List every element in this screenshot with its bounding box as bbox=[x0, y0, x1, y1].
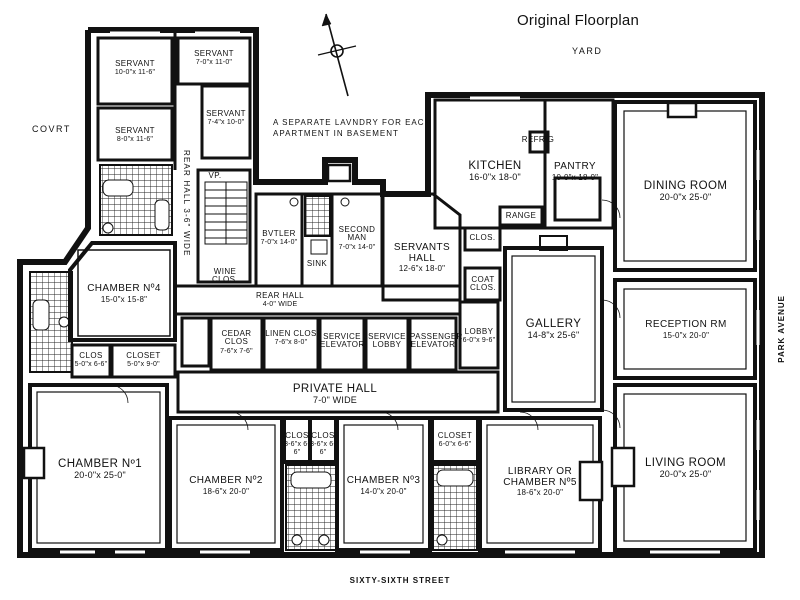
sink-label: SINK bbox=[306, 259, 328, 268]
page-title: Original Floorplan bbox=[517, 12, 639, 29]
wine-closet-label: WINE CLOS. bbox=[211, 267, 238, 285]
stair bbox=[204, 181, 248, 245]
compass-icon bbox=[317, 13, 357, 97]
coat-closet-label: COAT CLOS. bbox=[469, 275, 496, 293]
court-label: COVRT bbox=[32, 124, 71, 134]
yard-label: YARD bbox=[572, 46, 603, 56]
window-marks bbox=[60, 31, 760, 554]
chamber4-walls bbox=[68, 241, 177, 342]
street-label: SIXTY-SIXTH STREET bbox=[349, 576, 451, 585]
refrig-label: REFRIG bbox=[521, 135, 555, 144]
gallery-walls bbox=[503, 235, 604, 412]
fireplaces bbox=[22, 101, 698, 502]
private-hall-wall bbox=[176, 370, 500, 414]
kitchen-closet-label: CLOS. bbox=[469, 233, 496, 242]
range-label: RANGE bbox=[505, 211, 537, 220]
rear-hall-vertical-label: REAR HALL 3-6" WIDE bbox=[182, 150, 191, 257]
left-closets bbox=[70, 343, 177, 379]
kitchen-walls bbox=[433, 98, 615, 302]
fixtures bbox=[32, 179, 474, 546]
vp-label: VP. bbox=[208, 171, 222, 180]
passenger-elevator-label: PASSENGER ELEVATOR bbox=[410, 332, 463, 350]
avenue-label: PARK AVENUE bbox=[777, 295, 786, 363]
door-swings bbox=[109, 199, 621, 431]
laundry-note: A SEPARATE LAVNDRY FOR EACH APARTMENT IN… bbox=[273, 118, 432, 138]
service-elevator-label: SERVICE ELEVATOR bbox=[320, 332, 365, 350]
service-lobby-label: SERVICE LOBBY bbox=[368, 332, 406, 350]
rear-hall-walls bbox=[173, 284, 500, 372]
